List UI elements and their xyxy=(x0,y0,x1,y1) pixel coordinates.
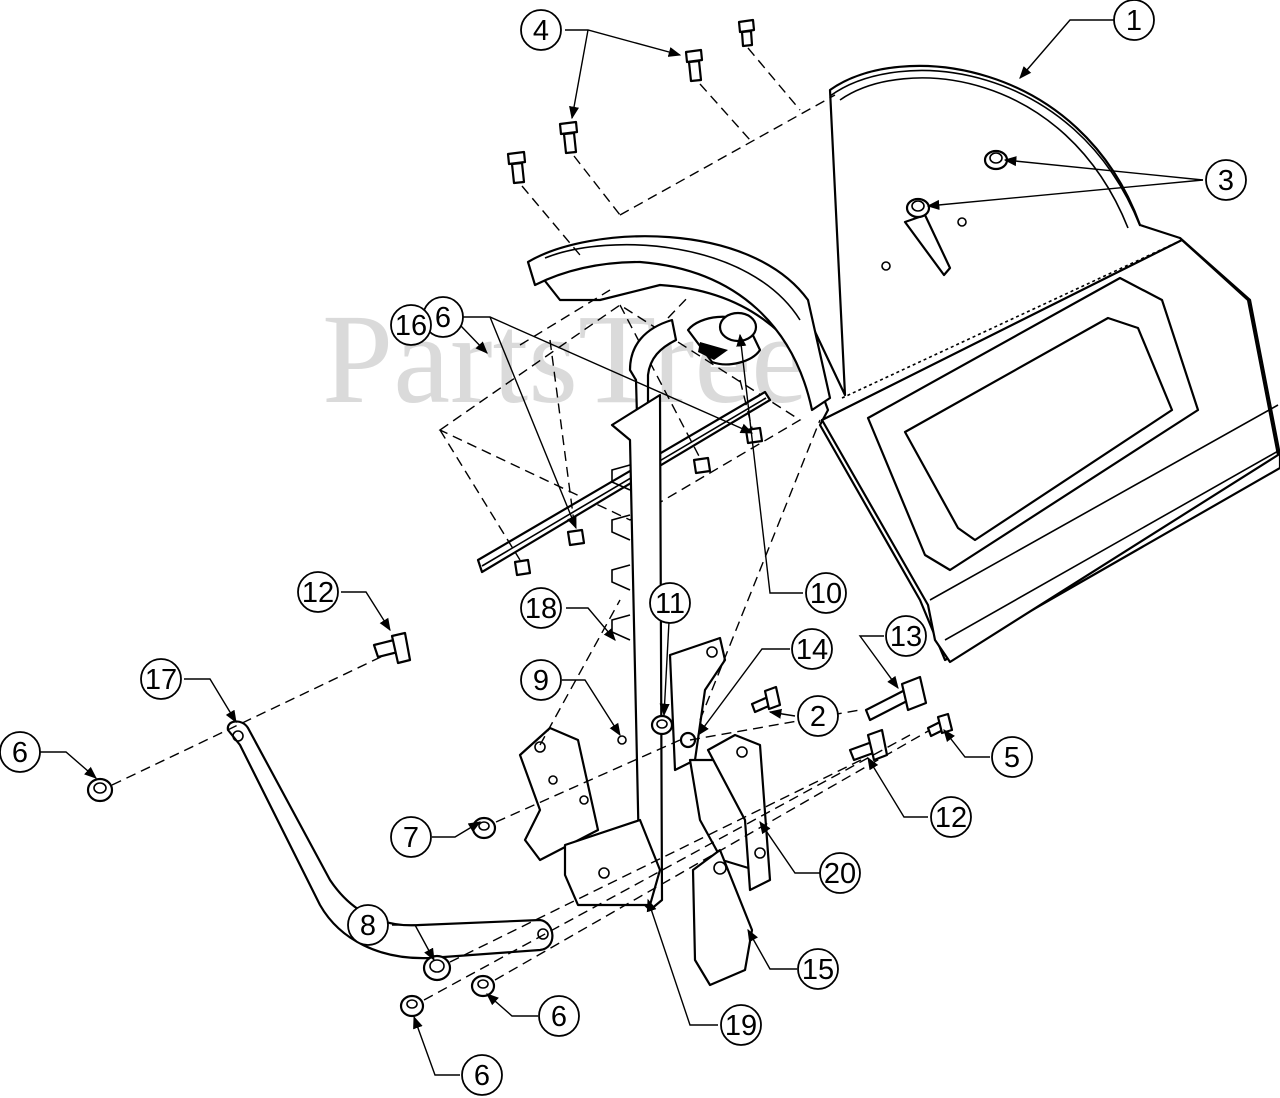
bolt-part-4b xyxy=(684,48,704,83)
svg-text:7: 7 xyxy=(403,822,419,854)
nut-part-8 xyxy=(422,954,452,982)
callout-1: 1 xyxy=(1113,0,1155,41)
svg-text:17: 17 xyxy=(145,664,177,696)
svg-text:13: 13 xyxy=(890,621,922,653)
callout-19: 19 xyxy=(720,1004,762,1046)
svg-text:8: 8 xyxy=(360,910,376,942)
svg-text:18: 18 xyxy=(525,593,557,625)
callout-15: 15 xyxy=(797,948,839,990)
arm-part-17 xyxy=(226,720,554,960)
bolt-part-4a xyxy=(737,18,756,48)
svg-text:14: 14 xyxy=(796,634,828,666)
svg-text:6: 6 xyxy=(12,737,28,769)
callout-18: 18 xyxy=(520,587,562,629)
callout-6-bottom-right: 6 xyxy=(538,995,580,1037)
nut-part-6-bottom-a xyxy=(470,974,496,998)
bolt-part-5 xyxy=(926,712,954,738)
callout-5: 5 xyxy=(991,736,1033,778)
callout-2: 2 xyxy=(797,695,839,737)
grommet-part-3a xyxy=(983,149,1009,171)
svg-text:12: 12 xyxy=(302,577,334,609)
svg-text:3: 3 xyxy=(1218,165,1234,197)
callout-8: 8 xyxy=(347,904,389,946)
grommet-part-3b xyxy=(905,197,931,219)
svg-text:19: 19 xyxy=(725,1010,757,1042)
bracket-part-15 xyxy=(691,848,754,987)
bracket-part-14 xyxy=(668,636,727,772)
hood-part-1 xyxy=(438,64,1280,664)
callout-20: 20 xyxy=(819,852,861,894)
callout-14: 14 xyxy=(791,628,833,670)
callout-16: 16 xyxy=(390,304,432,346)
svg-text:4: 4 xyxy=(533,15,549,47)
bolt-part-13 xyxy=(864,675,928,722)
bolt-part-12b xyxy=(848,728,889,762)
svg-text:1: 1 xyxy=(1126,5,1142,37)
callout-9: 9 xyxy=(520,659,562,701)
svg-text:10: 10 xyxy=(810,578,842,610)
svg-text:9: 9 xyxy=(533,665,549,697)
svg-text:6: 6 xyxy=(435,302,451,334)
svg-text:5: 5 xyxy=(1004,742,1020,774)
svg-text:12: 12 xyxy=(935,802,967,834)
callout-6-bottom: 6 xyxy=(461,1054,503,1096)
svg-text:11: 11 xyxy=(655,588,685,620)
svg-text:20: 20 xyxy=(824,858,856,890)
callout-6-left: 6 xyxy=(0,731,41,773)
callout-11: 11 xyxy=(649,582,691,624)
svg-text:6: 6 xyxy=(551,1001,567,1033)
nut-part-11 xyxy=(650,714,674,736)
callout-17: 17 xyxy=(140,658,182,700)
callout-4: 4 xyxy=(520,9,562,51)
svg-text:6: 6 xyxy=(474,1060,490,1092)
callout-12-left: 12 xyxy=(297,571,339,613)
bolt-part-4c xyxy=(558,120,579,155)
nut-part-7 xyxy=(471,816,497,840)
callout-12-right: 12 xyxy=(930,796,972,838)
callout-3: 3 xyxy=(1205,159,1247,201)
callout-7: 7 xyxy=(390,816,432,858)
nut-part-6-bottom-b xyxy=(399,994,425,1018)
nut-part-6-left xyxy=(86,777,114,803)
bolt-part-12a xyxy=(372,631,412,665)
bolt-part-4d xyxy=(506,150,527,185)
svg-text:2: 2 xyxy=(810,701,826,733)
svg-text:16: 16 xyxy=(395,310,427,342)
callout-10: 10 xyxy=(805,572,847,614)
callout-6-top: 6 xyxy=(422,296,464,338)
callout-13: 13 xyxy=(885,615,927,657)
bolt-part-2 xyxy=(750,685,782,714)
bracket-part-20 xyxy=(688,733,772,892)
svg-text:15: 15 xyxy=(802,954,834,986)
